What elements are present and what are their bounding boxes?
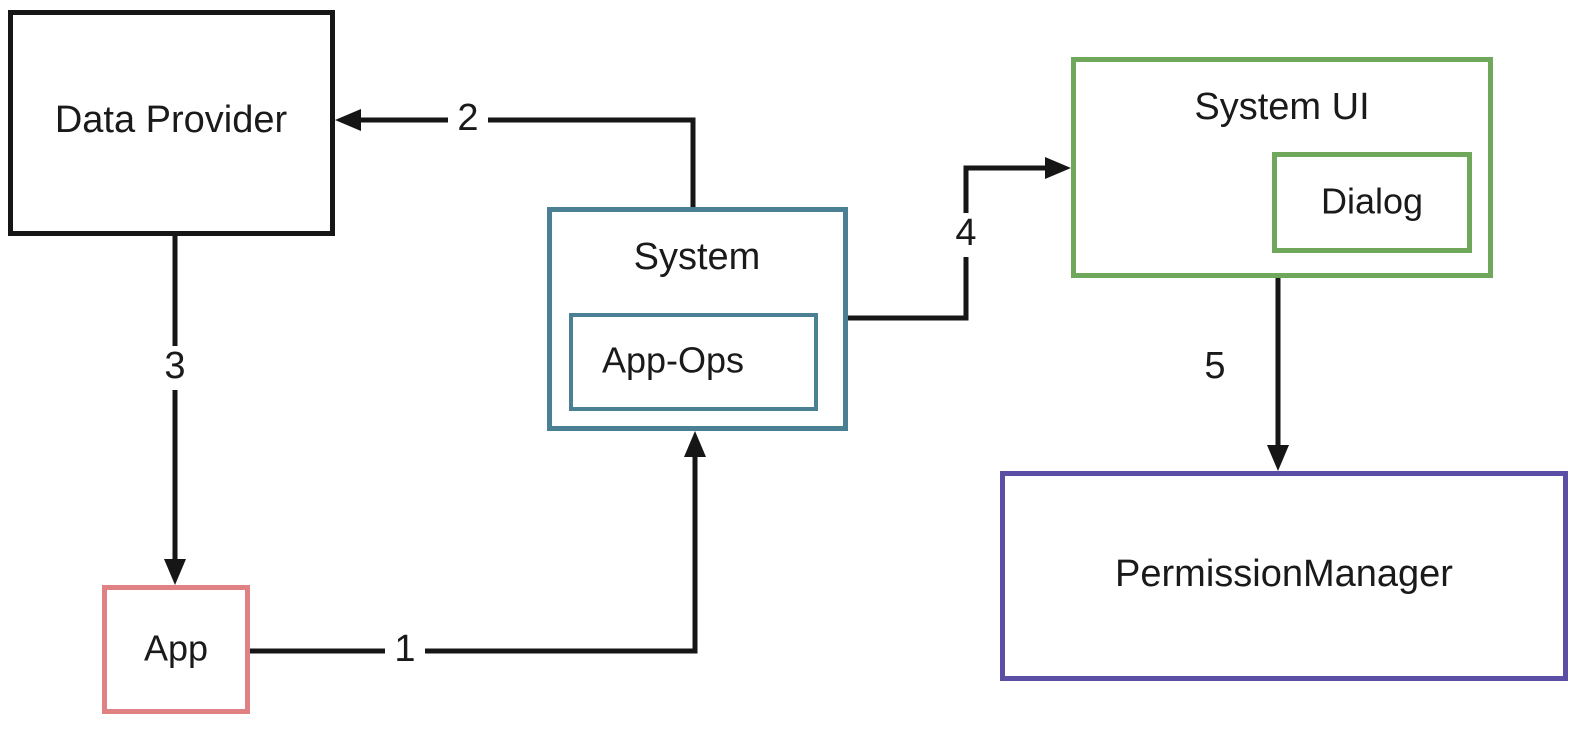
- edge-5-label: 5: [1204, 345, 1225, 387]
- edge-4[interactable]: 4: [848, 157, 1071, 321]
- edge-5[interactable]: 5: [1195, 278, 1289, 471]
- edge-4-label-bg: [946, 213, 986, 257]
- app-label: App: [144, 628, 208, 669]
- edge-1-label-bg: [385, 629, 425, 673]
- edge-2-arrowhead: [335, 109, 361, 131]
- edge-5-label-bg: [1195, 346, 1235, 390]
- edge-2[interactable]: 2: [335, 97, 696, 207]
- edge-3[interactable]: 3: [155, 236, 195, 585]
- edge-3-arrowhead: [164, 559, 186, 585]
- edge-2-label: 2: [457, 97, 478, 139]
- dialog-label: Dialog: [1321, 181, 1423, 222]
- edge-1-arrowhead: [684, 431, 706, 457]
- edge-4-arrowhead: [1045, 157, 1071, 179]
- edge-3-label-bg: [155, 346, 195, 390]
- edge-2-line: [350, 117, 696, 207]
- system-ui-label: System UI: [1194, 86, 1369, 128]
- node-dialog[interactable]: Dialog: [1272, 152, 1472, 253]
- node-data-provider[interactable]: Data Provider: [8, 10, 335, 236]
- data-provider-label: Data Provider: [55, 99, 288, 141]
- edge-3-label: 3: [164, 345, 185, 387]
- node-app[interactable]: App: [102, 585, 250, 714]
- app-ops-label: App-Ops: [602, 340, 744, 381]
- edge-4-label: 4: [955, 212, 976, 254]
- edge-2-label-bg: [448, 98, 488, 142]
- permission-manager-label: PermissionManager: [1115, 553, 1453, 595]
- app-box[interactable]: [102, 585, 250, 714]
- edge-1-line: [250, 446, 698, 654]
- edge-1[interactable]: 1: [250, 431, 706, 673]
- edge-1-label: 1: [394, 628, 415, 670]
- system-label: System: [634, 236, 761, 278]
- permission-manager-box[interactable]: [1000, 471, 1568, 681]
- app-ops-box[interactable]: [569, 313, 818, 411]
- node-app-ops[interactable]: App-Ops: [569, 313, 818, 411]
- edge-5-arrowhead: [1267, 445, 1289, 471]
- dialog-box[interactable]: [1272, 152, 1472, 253]
- node-permission-manager[interactable]: PermissionManager: [1000, 471, 1568, 681]
- data-provider-box[interactable]: [8, 10, 335, 236]
